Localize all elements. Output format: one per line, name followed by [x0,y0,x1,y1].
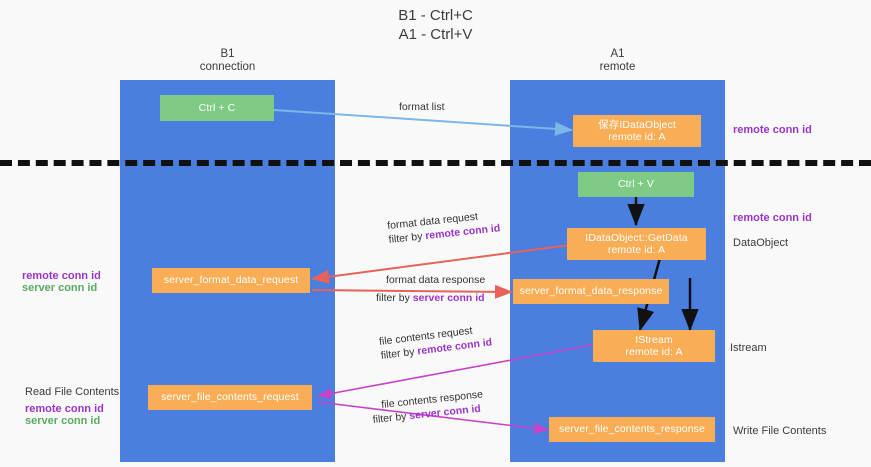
arrow-format-list [273,109,573,136]
box-ctrl-v-label: Ctrl + V [617,178,655,191]
column-header-a1: A1 remote [599,48,636,73]
box-istream-line1: IStream [635,333,673,346]
box-server-format-data-request[interactable]: server_format_data_request [152,268,310,293]
column-header-b1: B1 connection [199,48,256,73]
box-save-idataobject-line1: 保存IDataObject [598,118,676,131]
left-note-server-conn-id-mid: server conn id [22,282,98,294]
page-title: B1 - Ctrl+C A1 - Ctrl+V [398,7,473,43]
right-note-remote-conn-id-top: remote conn id [733,124,812,136]
arrow-format-data-request [311,244,571,284]
box-ctrl-c-label: Ctrl + C [198,101,236,114]
box-server-file-contents-response-label: server_file_contents_response [559,423,705,436]
box-ctrl-c[interactable]: Ctrl + C [160,95,274,121]
section-divider [0,160,871,166]
edge-label-format-data-response-line1: format data response [386,274,486,286]
box-server-file-contents-response[interactable]: server_file_contents_response [549,417,715,442]
box-server-format-data-request-label: server_format_data_request [163,274,299,287]
left-note-remote-conn-id-bottom: remote conn id [25,403,104,415]
right-note-dataobject: DataObject [733,237,789,249]
edge-label-format-list: format list [399,100,445,114]
right-note-write-file-contents: Write File Contents [733,425,827,437]
box-ctrl-v[interactable]: Ctrl + V [578,172,694,197]
box-getdata-line1: IDataObject::GetData [585,231,688,244]
left-note-remote-conn-id-mid: remote conn id [22,270,101,282]
edge-label-format-data-request-prefix: filter by [388,230,426,246]
box-server-format-data-response-label: server_format_data_response [519,285,663,298]
edge-label-format-data-response-prefix: filter by [376,292,413,304]
right-note-remote-conn-id-mid: remote conn id [733,212,812,224]
box-getdata-line2: remote id: A [607,244,666,256]
box-save-idataobject-line2: remote id: A [608,131,666,143]
box-idataobject-getdata[interactable]: IDataObject::GetData remote id: A [567,228,706,260]
edge-label-format-list-text: format list [399,101,445,113]
box-save-idataobject[interactable]: 保存IDataObject remote id: A [573,115,701,147]
edge-label-format-data-response: format data response filter by server co… [376,273,486,305]
box-server-file-contents-request-label: server_file_contents_request [161,391,299,404]
arrow-file-contents-request [317,344,593,400]
edge-label-format-data-response-key: server conn id [412,292,485,304]
box-server-format-data-response[interactable]: server_format_data_response [513,279,669,304]
left-note-read-file-contents: Read File Contents [25,386,120,398]
box-server-file-contents-request[interactable]: server_file_contents_request [148,385,312,410]
right-note-istream: Istream [730,342,767,354]
box-istream[interactable]: IStream remote id: A [593,330,715,362]
box-istream-line2: remote id: A [625,346,683,358]
left-note-server-conn-id-bottom: server conn id [25,415,101,427]
arrow-format-data-response [311,284,513,299]
edge-label-file-contents-response-prefix: filter by [372,410,410,426]
arrow-file-contents-response [317,401,549,434]
